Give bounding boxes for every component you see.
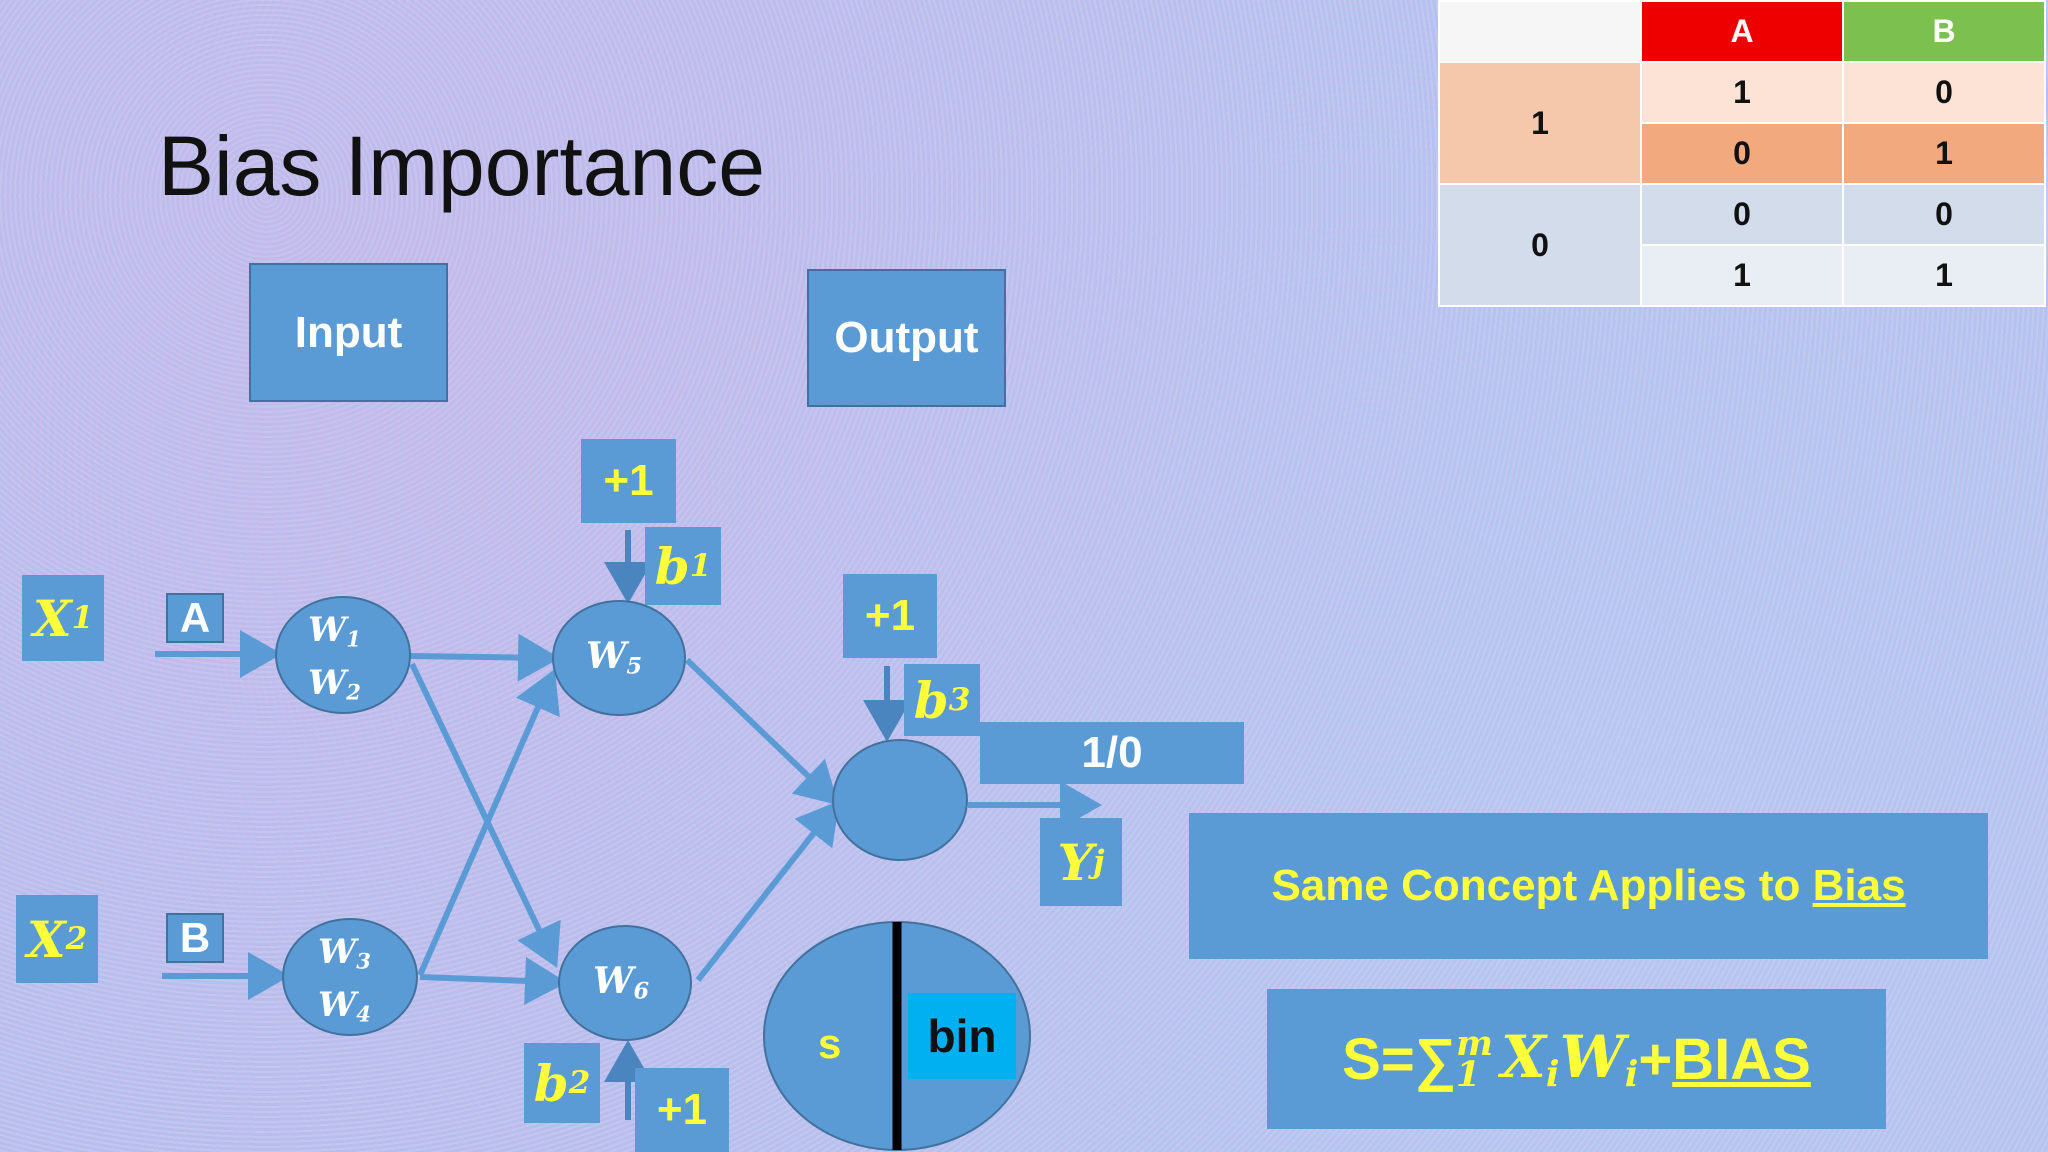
concept-text: Same Concept Applies to: [1271, 861, 1813, 910]
node-w6-text: W6: [593, 960, 649, 1005]
formula-bias: BIAS: [1672, 1026, 1811, 1092]
table-row: 1 1: [1439, 244, 2046, 307]
node-w34: [282, 918, 418, 1036]
table-cell: 0: [1842, 183, 2046, 246]
table-cell: 1: [1640, 244, 1844, 307]
binary-bin-label: bin: [908, 993, 1016, 1079]
formula-plus: +: [1638, 1026, 1673, 1092]
page-title: Bias Importance: [158, 119, 765, 213]
table-row: 1 1 0: [1438, 61, 2046, 185]
input-b-label: B: [166, 913, 224, 963]
arrow-w12-to-w5: [409, 633, 560, 682]
input-a-label: A: [166, 593, 224, 643]
table-cell: 0: [1842, 61, 2046, 124]
table-cell: 0: [1640, 122, 1844, 185]
table-cell: 0: [1640, 183, 1844, 246]
sum-s-label: s: [818, 1020, 842, 1067]
node-output: [832, 739, 968, 861]
node-w6: [558, 925, 692, 1041]
arrow-w6-to-out: [695, 800, 840, 982]
arrow-w12-to-w6: [409, 662, 561, 968]
node-w5-text: W5: [586, 635, 642, 680]
arrow-w5-to-out: [684, 657, 839, 806]
output-box: Output: [807, 269, 1006, 407]
table-row: 0 1: [1439, 122, 2046, 185]
table-cell: 1: [1640, 61, 1844, 124]
node-w12: [275, 596, 411, 714]
concept-bias-link: Bias: [1812, 861, 1906, 910]
node-w34-text: W3 W4: [318, 932, 371, 1027]
formula-x: Xi: [1500, 1023, 1560, 1095]
bias-input-bottom: +1: [635, 1068, 729, 1152]
table-header-a: A: [1640, 0, 1844, 63]
table-header-row: A B: [1438, 0, 2046, 63]
table-header-empty: [1438, 0, 1642, 63]
bias-input-top: +1: [581, 439, 676, 523]
output-value-box: 1/0: [980, 722, 1244, 784]
node-w5: [552, 600, 686, 716]
formula-sigma: ∑: [1414, 1026, 1457, 1092]
truth-table: A B 1 1 0 0 1 0 0 0 1 1: [1438, 0, 2046, 307]
table-header-b: B: [1842, 0, 2046, 63]
table-group-label: 1: [1438, 61, 1642, 185]
arrow-w34-to-w5: [417, 669, 560, 977]
arrow-w34-to-w6: [419, 956, 567, 1005]
table-group-label: 0: [1438, 183, 1642, 307]
formula-lhs: S=: [1342, 1026, 1415, 1092]
node-w12-text: W1 W2: [308, 610, 361, 705]
table-cell: 1: [1842, 244, 2046, 307]
input-box: Input: [249, 263, 448, 402]
table-row: 0 0 0: [1438, 183, 2046, 307]
table-cell: 1: [1842, 122, 2046, 185]
formula-w: Wi: [1559, 1023, 1639, 1095]
concept-box: Same Concept Applies to Bias: [1189, 813, 1988, 959]
bias-input-mid: +1: [843, 574, 937, 658]
